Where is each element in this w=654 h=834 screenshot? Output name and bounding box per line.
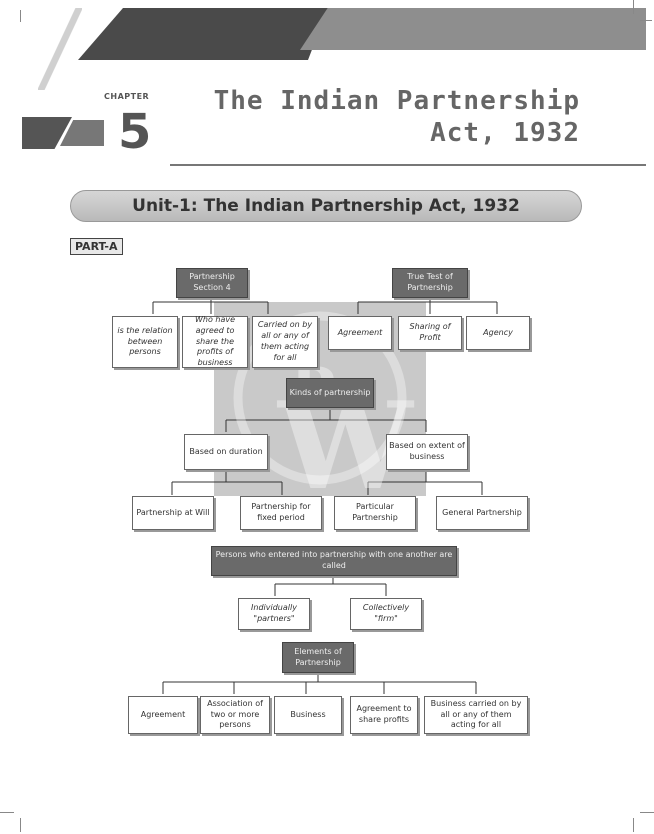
based-duration-box: Based on duration <box>184 434 268 470</box>
element-item-2: Association of two or more persons <box>200 696 270 734</box>
header-stroke <box>38 8 82 90</box>
crop-mark <box>633 0 634 14</box>
test-item-3: Agency <box>466 316 530 350</box>
section-item-2: Who have agreed to share the profits of … <box>182 315 248 368</box>
header-band-dark <box>78 8 328 60</box>
element-item-3: Business <box>274 696 342 734</box>
section-item-1: is the relation between persons <box>112 316 178 368</box>
kinds-box: Kinds of partnership <box>286 378 374 408</box>
element-item-5: Business carried on by all or any of the… <box>424 696 528 734</box>
kind-item-4: General Partnership <box>436 496 528 530</box>
crop-mark <box>640 20 652 21</box>
partnership-section-box: Partnership Section 4 <box>176 268 248 298</box>
kind-item-2: Partnership for fixed period <box>240 496 322 530</box>
crop-mark <box>20 818 21 832</box>
section-item-3: Carried on by all or any of them acting … <box>252 316 318 368</box>
crop-mark <box>640 812 654 813</box>
persons-box: Persons who entered into partnership wit… <box>211 546 457 576</box>
header-band-light <box>300 8 646 50</box>
unit-banner: Unit-1: The Indian Partnership Act, 1932 <box>70 190 582 222</box>
crop-mark <box>0 812 14 813</box>
elements-box: Elements of Partnership <box>282 642 354 673</box>
kind-item-3: Particular Partnership <box>334 496 416 530</box>
test-item-2: Sharing of Profit <box>398 316 462 350</box>
crop-mark <box>633 818 634 832</box>
chapter-title-line1: The Indian Partnership <box>213 86 580 116</box>
element-item-1: Agreement <box>128 696 198 734</box>
chapter-number: 5 <box>118 104 152 160</box>
element-item-4: Agreement to share profits <box>350 696 418 734</box>
true-test-box: True Test of Partnership <box>392 268 468 298</box>
part-label: PART-A <box>70 238 123 255</box>
crop-mark <box>20 10 21 22</box>
chapter-title-line2: Act, 1932 <box>430 118 580 148</box>
persons-item-2: Collectively "firm" <box>350 598 422 630</box>
based-extent-box: Based on extent of business <box>386 434 468 470</box>
title-rule <box>170 164 646 166</box>
kind-item-1: Partnership at Will <box>132 496 214 530</box>
persons-item-1: Individually "partners" <box>238 598 310 630</box>
test-item-1: Agreement <box>328 316 392 350</box>
chapter-label: CHAPTER <box>104 92 150 101</box>
